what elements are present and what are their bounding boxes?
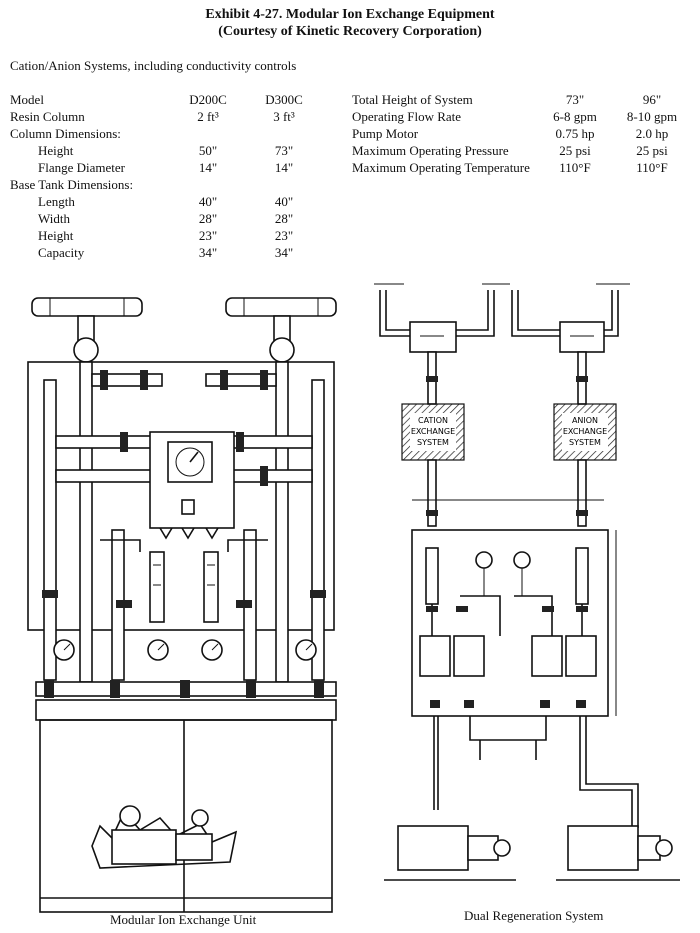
anion-label-3: SYSTEM [569, 438, 601, 447]
exhibit-title: Exhibit 4-27. Modular Ion Exchange Equip… [205, 7, 495, 22]
spec-row-d200c: 50" [198, 143, 218, 158]
spec-header-label: Model [10, 92, 44, 107]
cation-label-2: EXCHANGE [411, 427, 455, 436]
spec-row-d300c: 14" [274, 160, 294, 175]
spec-right-label: Total Height of System [352, 92, 473, 107]
exhibit-credit: (Courtesy of Kinetic Recovery Corporatio… [218, 24, 482, 39]
spec-row-d300c: 28" [274, 211, 294, 226]
spec-right-d300c: 110°F [636, 160, 668, 175]
spec-right-d300c: 25 psi [636, 143, 668, 158]
spec-right-label: Pump Motor [352, 126, 419, 141]
cation-label-1: CATION [418, 416, 448, 425]
spec-right-d200c: 0.75 hp [555, 126, 595, 141]
spec-row-d300c: 3 ft³ [273, 109, 295, 124]
spec-right-label: Maximum Operating Temperature [352, 160, 530, 175]
spec-row-d300c: 34" [274, 245, 294, 260]
figure-caption-left: Modular Ion Exchange Unit [110, 912, 257, 927]
spec-header-d300c: D300C [265, 92, 303, 107]
spec-right-d300c: 8-10 gpm [626, 109, 678, 124]
spec-row-label: Capacity [38, 245, 85, 260]
spec-row-label: Resin Column [10, 109, 85, 124]
spec-right-d200c: 25 psi [559, 143, 591, 158]
spec-right-d300c: 96" [642, 92, 662, 107]
cation-label-3: SYSTEM [417, 438, 449, 447]
spec-subtitle: Cation/Anion Systems, including conducti… [10, 58, 297, 73]
spec-row-label: Width [38, 211, 70, 226]
spec-row-d200c: 40" [198, 194, 218, 209]
spec-row-label: Base Tank Dimensions: [10, 177, 134, 192]
spec-row-d200c: 23" [198, 228, 218, 243]
spec-row-d200c: 28" [198, 211, 218, 226]
spec-header-d200c: D200C [189, 92, 227, 107]
spec-row-label: Flange Diameter [38, 160, 125, 175]
figure-caption-right: Dual Regeneration System [464, 908, 604, 923]
spec-right-d300c: 2.0 hp [635, 126, 669, 141]
spec-row-label: Height [38, 228, 74, 243]
spec-row-d200c: 14" [198, 160, 218, 175]
spec-row-label: Height [38, 143, 74, 158]
spec-row-label: Length [38, 194, 75, 209]
spec-row-d200c: 2 ft³ [197, 109, 219, 124]
modular-ion-exchange-unit-drawing [27, 297, 337, 913]
spec-row-d200c: 34" [198, 245, 218, 260]
spec-row-d300c: 73" [274, 143, 294, 158]
spec-right-d200c: 73" [565, 92, 585, 107]
spec-right-d200c: 6-8 gpm [553, 109, 597, 124]
spec-row-d300c: 23" [274, 228, 294, 243]
spec-right-label: Maximum Operating Pressure [352, 143, 509, 158]
spec-row-label: Column Dimensions: [10, 126, 121, 141]
spec-right-label: Operating Flow Rate [352, 109, 462, 124]
anion-label-2: EXCHANGE [563, 427, 607, 436]
anion-label-1: ANION [572, 416, 598, 425]
dual-regeneration-system-drawing: CATION EXCHANGE SYSTEM ANION EXCHANGE SY… [374, 283, 680, 881]
spec-right-d200c: 110°F [559, 160, 591, 175]
spec-row-d300c: 40" [274, 194, 294, 209]
